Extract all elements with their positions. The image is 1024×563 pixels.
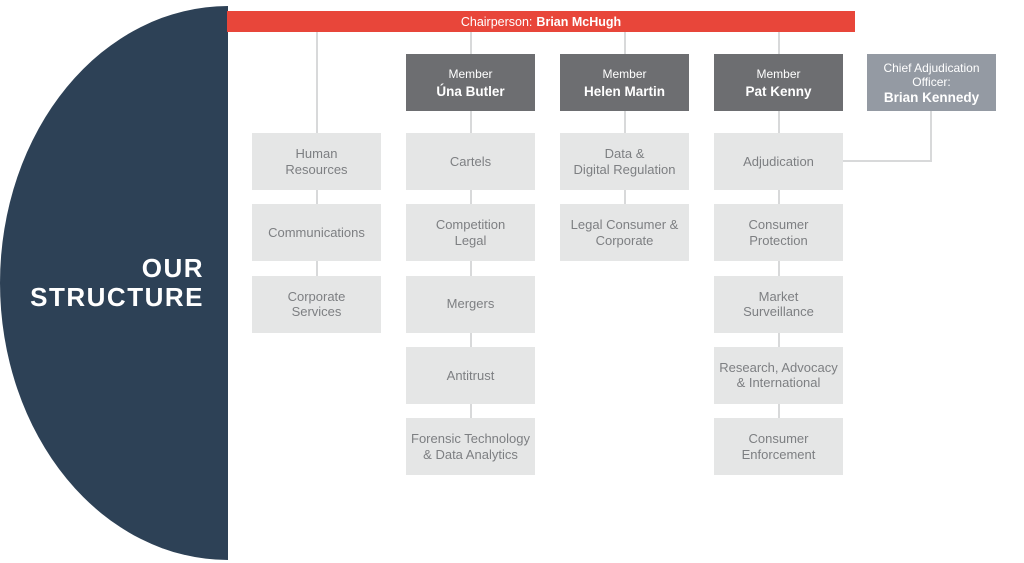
connector-line [777, 32, 780, 54]
chairperson-label: Chairperson: [460, 14, 533, 29]
division-label: Data & Digital Regulation [573, 146, 676, 177]
division-box: Consumer Enforcement [714, 418, 843, 476]
division-label: Mergers [446, 296, 495, 312]
officer-name: Brian Kennedy [883, 89, 980, 105]
division-box: Research, Advocacy & International [714, 346, 843, 404]
page-title-line1: OUR [141, 253, 204, 283]
division-box: Antitrust [406, 346, 535, 404]
division-label: Research, Advocacy & International [719, 359, 838, 391]
connector-line [843, 160, 932, 162]
member-name: Úna Butler [436, 83, 505, 99]
division-label: Corporate Services [287, 288, 346, 320]
member-role: Member [448, 66, 493, 81]
connector-line [777, 261, 780, 276]
connector-line [469, 111, 472, 133]
division-label: Legal Consumer & Corporate [570, 217, 679, 248]
connector-line [469, 332, 472, 347]
chairperson-name: Brian McHugh [536, 14, 622, 29]
connector-line [930, 111, 932, 161]
officer-box: Chief Adjudication Officer: Brian Kenned… [867, 54, 996, 111]
connector-line [315, 32, 318, 133]
division-label: Communications [268, 225, 365, 241]
division-box: Forensic Technology & Data Analytics [406, 418, 535, 476]
division-label: Antitrust [446, 367, 495, 383]
division-box: Corporate Services [252, 275, 381, 333]
connector-line [623, 190, 626, 205]
division-label: Forensic Technology & Data Analytics [411, 431, 530, 462]
division-box: Cartels [406, 133, 535, 190]
division-label: Market Surveillance [743, 288, 814, 320]
title-panel: OUR STRUCTURE [0, 6, 228, 560]
connector-line [777, 332, 780, 347]
connector-line [315, 261, 318, 276]
page-title-line2: STRUCTURE [30, 282, 204, 312]
division-box: Mergers [406, 275, 535, 333]
division-label: Competition Legal [435, 217, 506, 248]
officer-role: Chief Adjudication Officer: [883, 60, 980, 89]
connector-line [777, 111, 780, 133]
division-label: Adjudication [743, 153, 814, 169]
division-label: Human Resources [285, 146, 348, 177]
division-box: Human Resources [252, 133, 381, 190]
chairperson-bar: Chairperson: Brian McHugh [227, 11, 855, 32]
connector-line [469, 403, 472, 419]
member-role: Member [602, 66, 647, 81]
division-box: Adjudication [714, 133, 843, 190]
member-name: Pat Kenny [745, 83, 812, 99]
division-box: Legal Consumer & Corporate [560, 204, 689, 262]
division-box: Competition Legal [406, 204, 535, 262]
division-box: Communications [252, 204, 381, 262]
member-role: Member [756, 66, 801, 81]
connector-line [623, 111, 626, 133]
division-label: Consumer Protection [748, 217, 809, 248]
connector-line [777, 190, 780, 205]
division-label: Consumer Enforcement [741, 431, 816, 462]
member-name: Helen Martin [583, 83, 665, 99]
connector-line [315, 190, 318, 205]
connector-line [777, 403, 780, 419]
connector-line [469, 261, 472, 276]
division-box: Market Surveillance [714, 275, 843, 333]
connector-line [469, 190, 472, 205]
division-box: Data & Digital Regulation [560, 133, 689, 190]
division-box: Consumer Protection [714, 204, 843, 262]
division-label: Cartels [449, 153, 492, 169]
page-title: OUR STRUCTURE [30, 254, 204, 312]
connector-line [469, 32, 472, 54]
connector-line [623, 32, 626, 54]
